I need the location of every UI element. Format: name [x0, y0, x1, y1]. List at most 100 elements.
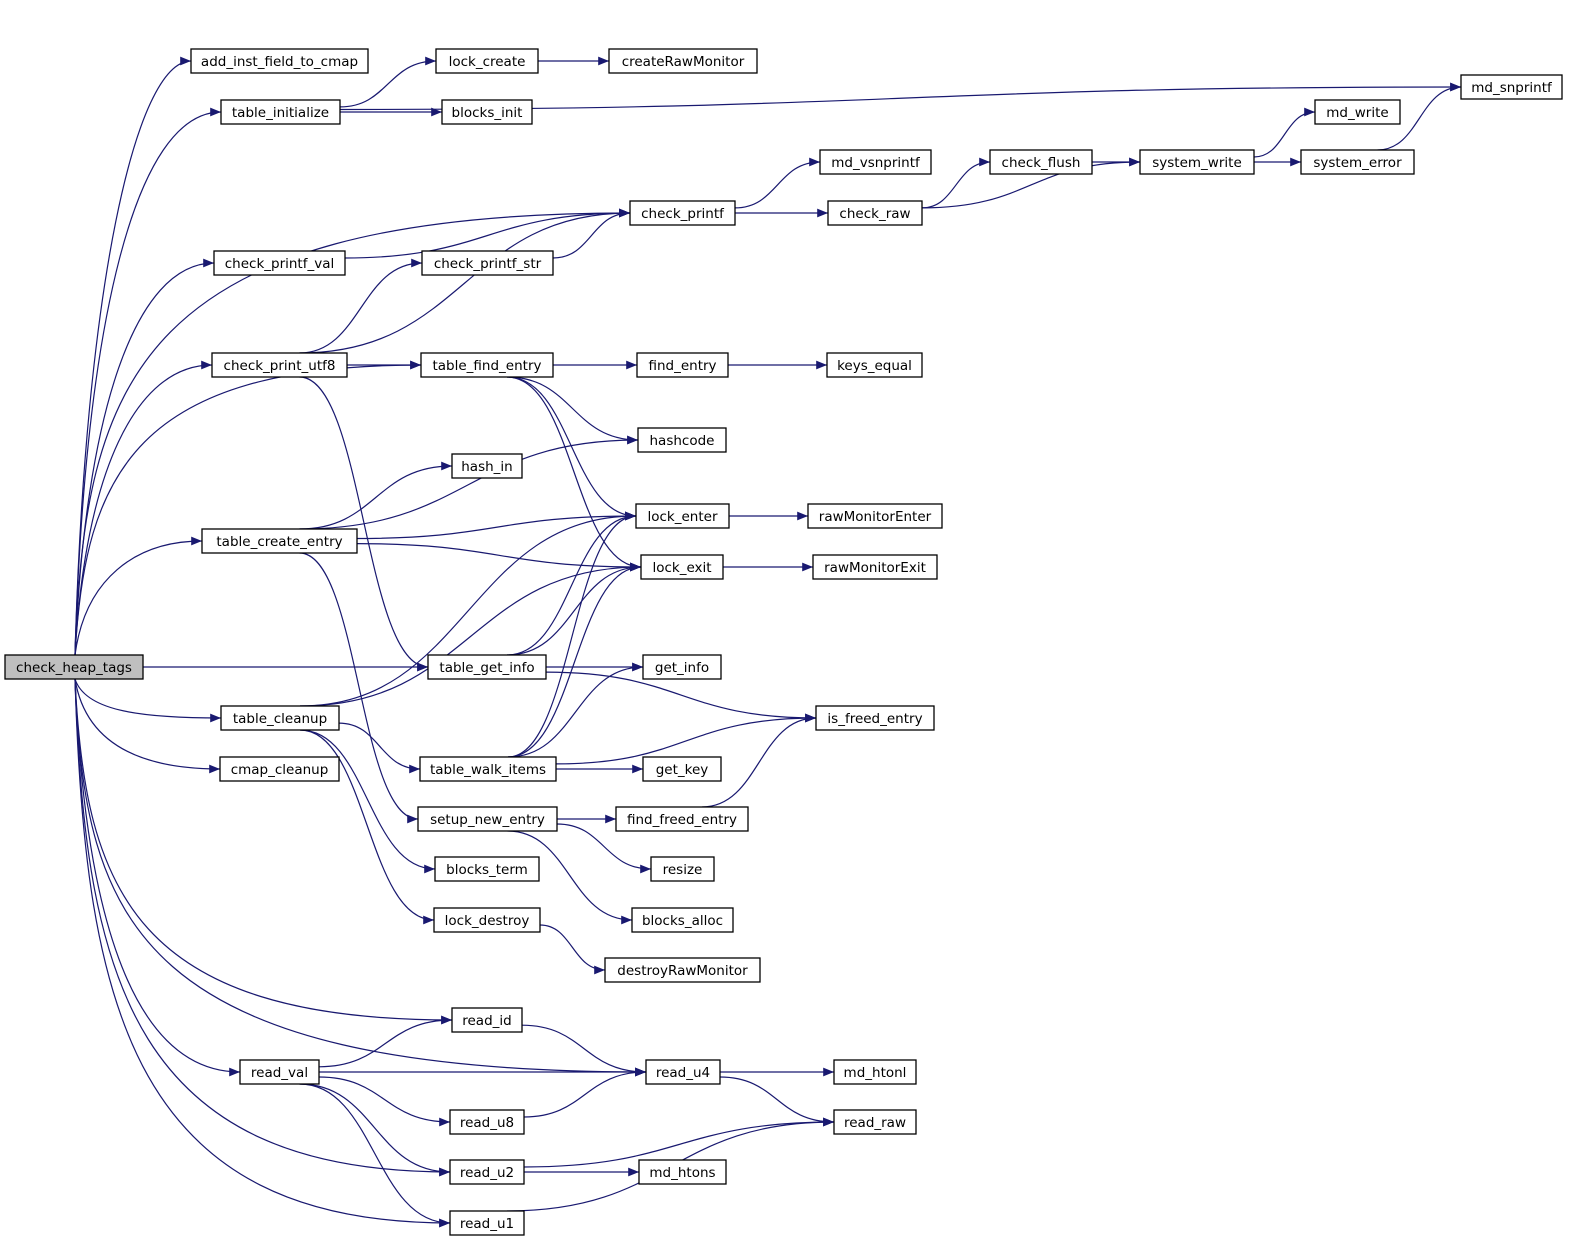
- node-label: keys_equal: [837, 358, 912, 374]
- node-lock_destroy[interactable]: lock_destroy: [433, 907, 541, 933]
- node-lock_enter[interactable]: lock_enter: [635, 503, 730, 529]
- node-md_htons[interactable]: md_htons: [638, 1159, 727, 1185]
- node-read_u4[interactable]: read_u4: [645, 1059, 721, 1085]
- node-read_u8[interactable]: read_u8: [449, 1109, 525, 1135]
- node-add_inst_field_to_cmap[interactable]: add_inst_field_to_cmap: [190, 48, 369, 74]
- node-is_freed_entry[interactable]: is_freed_entry: [815, 705, 935, 731]
- node-box: [650, 856, 715, 882]
- node-box: [201, 528, 358, 554]
- edge-check_print_utf8-to-check_printf_str: [299, 258, 423, 354]
- node-check_printf_str[interactable]: check_printf_str: [421, 250, 554, 276]
- node-label: read_raw: [844, 1115, 906, 1131]
- nodes-layer: check_heap_tags add_inst_field_to_cmaptab…: [4, 48, 1563, 1236]
- node-box: [833, 1059, 917, 1085]
- node-check_print_utf8[interactable]: check_print_utf8: [211, 352, 348, 378]
- node-box: [636, 352, 729, 378]
- node-check_printf_val[interactable]: check_printf_val: [213, 250, 346, 276]
- node-check_heap_tags[interactable]: check_heap_tags: [4, 654, 144, 680]
- node-md_write[interactable]: md_write: [1314, 99, 1401, 125]
- node-table_cleanup[interactable]: table_cleanup: [220, 705, 340, 731]
- edge-table_initialize-to-lock_create: [339, 56, 437, 108]
- node-resize[interactable]: resize: [650, 856, 715, 882]
- node-createRawMonitor[interactable]: createRawMonitor: [608, 48, 758, 74]
- edge-check_heap_tags-to-check_printf: [74, 208, 631, 656]
- node-table_create_entry[interactable]: table_create_entry: [201, 528, 358, 554]
- node-read_raw[interactable]: read_raw: [833, 1109, 917, 1135]
- node-blocks_alloc[interactable]: blocks_alloc: [631, 907, 734, 933]
- node-blocks_init[interactable]: blocks_init: [441, 99, 533, 125]
- node-box: [427, 654, 547, 680]
- edge-read_val-to-read_u2: [299, 1083, 451, 1177]
- edge-read_u2-to-read_raw: [523, 1117, 835, 1168]
- node-box: [449, 1109, 525, 1135]
- node-label: setup_new_entry: [430, 812, 545, 828]
- edge-check_printf-to-md_vsnprintf: [734, 157, 821, 209]
- node-find_entry[interactable]: find_entry: [636, 352, 729, 378]
- node-check_printf[interactable]: check_printf: [629, 200, 736, 226]
- node-box: [635, 503, 730, 529]
- node-md_snprintf[interactable]: md_snprintf: [1460, 74, 1563, 100]
- node-label: read_u1: [460, 1216, 514, 1232]
- node-table_get_info[interactable]: table_get_info: [427, 654, 547, 680]
- node-hashcode[interactable]: hashcode: [637, 427, 727, 453]
- node-label: blocks_term: [446, 862, 528, 878]
- node-lock_create[interactable]: lock_create: [435, 48, 539, 74]
- node-label: table_create_entry: [216, 534, 342, 550]
- node-label: find_entry: [648, 358, 716, 374]
- node-rawMonitorExit[interactable]: rawMonitorExit: [812, 554, 938, 580]
- node-box: [989, 149, 1093, 175]
- node-table_walk_items[interactable]: table_walk_items: [419, 756, 557, 782]
- node-setup_new_entry[interactable]: setup_new_entry: [417, 806, 558, 832]
- node-get_info[interactable]: get_info: [642, 654, 722, 680]
- node-box: [433, 907, 541, 933]
- node-rawMonitorEnter[interactable]: rawMonitorEnter: [807, 503, 943, 529]
- node-system_write[interactable]: system_write: [1139, 149, 1255, 175]
- node-box: [827, 200, 923, 226]
- edge-table_create_entry-to-setup_new_entry: [299, 552, 419, 824]
- node-check_raw[interactable]: check_raw: [827, 200, 923, 226]
- node-find_freed_entry[interactable]: find_freed_entry: [615, 806, 749, 832]
- node-label: table_get_info: [439, 660, 534, 676]
- node-label: is_freed_entry: [827, 711, 922, 727]
- node-box: [419, 756, 557, 782]
- node-box: [451, 453, 523, 479]
- node-box: [213, 250, 346, 276]
- node-label: check_printf_str: [434, 256, 542, 272]
- edge-check_heap_tags-to-table_create_entry: [74, 536, 203, 656]
- node-keys_equal[interactable]: keys_equal: [826, 352, 923, 378]
- node-destroyRawMonitor[interactable]: destroyRawMonitor: [604, 957, 761, 983]
- node-label: read_val: [251, 1065, 308, 1081]
- node-box: [640, 554, 724, 580]
- node-lock_exit[interactable]: lock_exit: [640, 554, 724, 580]
- edge-check_print_utf8-to-table_get_info: [299, 376, 429, 672]
- edge-read_u4-to-read_raw: [719, 1076, 835, 1127]
- edge-table_find_entry-to-hashcode: [506, 376, 639, 445]
- node-read_val[interactable]: read_val: [239, 1059, 320, 1085]
- node-table_initialize[interactable]: table_initialize: [220, 99, 341, 125]
- node-check_flush[interactable]: check_flush: [989, 149, 1093, 175]
- node-label: read_id: [462, 1013, 511, 1029]
- node-read_u1[interactable]: read_u1: [449, 1210, 525, 1236]
- node-blocks_term[interactable]: blocks_term: [434, 856, 540, 882]
- node-hash_in[interactable]: hash_in: [451, 453, 523, 479]
- node-get_key[interactable]: get_key: [642, 756, 722, 782]
- node-cmap_cleanup[interactable]: cmap_cleanup: [219, 756, 340, 782]
- node-table_find_entry[interactable]: table_find_entry: [420, 352, 554, 378]
- node-md_htonl[interactable]: md_htonl: [833, 1059, 917, 1085]
- edge-table_get_info-to-lock_enter: [506, 511, 637, 656]
- node-read_u2[interactable]: read_u2: [449, 1159, 525, 1185]
- node-box: [434, 856, 540, 882]
- edge-read_val-to-read_u8: [318, 1076, 451, 1127]
- node-label: md_snprintf: [1471, 80, 1553, 96]
- node-box: [642, 654, 722, 680]
- node-label: add_inst_field_to_cmap: [201, 54, 358, 70]
- node-read_id[interactable]: read_id: [451, 1007, 523, 1033]
- node-system_error[interactable]: system_error: [1300, 149, 1415, 175]
- node-label: md_write: [1326, 105, 1388, 121]
- node-md_vsnprintf[interactable]: md_vsnprintf: [819, 149, 932, 175]
- node-label: md_htons: [649, 1165, 715, 1181]
- edge-check_heap_tags-to-check_print_utf8: [74, 360, 213, 656]
- node-label: blocks_alloc: [642, 913, 723, 929]
- edge-check_heap_tags-to-cmap_cleanup: [74, 678, 221, 774]
